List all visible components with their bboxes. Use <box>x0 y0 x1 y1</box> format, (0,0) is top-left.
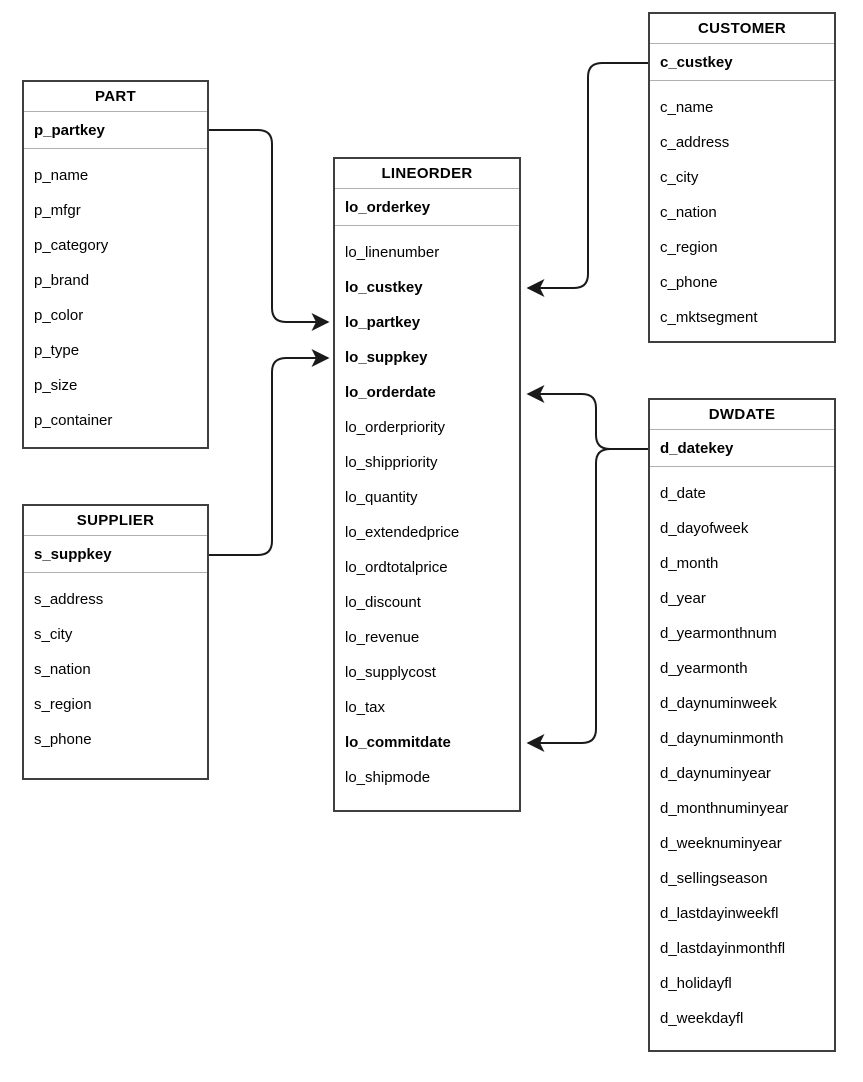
pk-field-lo-orderkey: lo_orderkey <box>335 189 519 226</box>
table-title-customer: CUSTOMER <box>650 14 834 44</box>
field-lo-shippriority: lo_shippriority <box>345 454 438 471</box>
field-p-color: p_color <box>34 307 84 324</box>
field-c-address: c_address <box>660 134 730 151</box>
field-d-weeknuminyear: d_weeknuminyear <box>660 835 782 852</box>
field-lo-shipmode: lo_shipmode <box>345 769 431 786</box>
pk-field-d-datekey: d_datekey <box>650 430 834 467</box>
field-d-daynuminweek: d_daynuminweek <box>660 695 777 712</box>
field-p-brand: p_brand <box>34 272 90 289</box>
field-lo-orderdate: lo_orderdate <box>345 384 436 401</box>
field-lo-ordtotalprice: lo_ordtotalprice <box>345 559 448 576</box>
field-p-size: p_size <box>34 377 78 394</box>
table-title-dwdate: DWDATE <box>650 400 834 430</box>
field-s-nation: s_nation <box>34 661 91 678</box>
field-lo-commitdate: lo_commitdate <box>345 734 451 751</box>
field-lo-linenumber: lo_linenumber <box>345 244 440 261</box>
field-s-address: s_address <box>34 591 104 608</box>
field-lo-tax: lo_tax <box>345 699 386 716</box>
field-d-yearmonthnum: d_yearmonthnum <box>660 625 777 642</box>
field-s-phone: s_phone <box>34 731 92 748</box>
field-lo-discount: lo_discount <box>345 594 421 611</box>
field-lo-quantity: lo_quantity <box>345 489 418 506</box>
connector-supplier-suppkey-to-lo-suppkey <box>209 349 330 556</box>
table-part: PART p_partkey p_name p_mfgr p_category … <box>22 80 209 449</box>
field-p-category: p_category <box>34 237 109 254</box>
field-c-name: c_name <box>660 99 714 116</box>
table-lineorder: LINEORDER lo_orderkey lo_linenumber lo_c… <box>333 157 521 812</box>
field-list-supplier: s_address s_city s_nation s_region s_pho… <box>24 573 207 778</box>
connector-part-partkey-to-lo-partkey <box>209 129 330 331</box>
connector-dwdate-datekey-to-lo-commitdate <box>526 448 648 752</box>
field-lo-suppkey: lo_suppkey <box>345 349 428 366</box>
field-d-weekdayfl: d_weekdayfl <box>660 1010 744 1027</box>
table-supplier: SUPPLIER s_suppkey s_address s_city s_na… <box>22 504 209 780</box>
field-list-customer: c_name c_address c_city c_nation c_regio… <box>650 81 834 341</box>
field-c-mktsegment: c_mktsegment <box>660 309 758 326</box>
field-c-phone: c_phone <box>660 274 718 291</box>
field-s-region: s_region <box>34 696 92 713</box>
field-list-lineorder: lo_linenumber lo_custkey lo_partkey lo_s… <box>335 226 519 810</box>
field-p-container: p_container <box>34 412 113 429</box>
field-lo-orderpriority: lo_orderpriority <box>345 419 446 436</box>
field-c-city: c_city <box>660 169 699 186</box>
field-list-dwdate: d_date d_dayofweek d_month d_year d_year… <box>650 467 834 1050</box>
field-d-daynuminmonth: d_daynuminmonth <box>660 730 784 747</box>
table-title-lineorder: LINEORDER <box>335 159 519 189</box>
table-customer: CUSTOMER c_custkey c_name c_address c_ci… <box>648 12 836 343</box>
field-d-sellingseason: d_sellingseason <box>660 870 768 887</box>
field-p-type: p_type <box>34 342 80 359</box>
connector-dwdate-datekey-to-lo-orderdate <box>526 385 648 450</box>
field-p-name: p_name <box>34 167 89 184</box>
pk-field-c-custkey: c_custkey <box>650 44 834 81</box>
field-d-date: d_date <box>660 485 706 502</box>
field-d-lastdayinmonthfl: d_lastdayinmonthfl <box>660 940 786 957</box>
field-d-monthnuminyear: d_monthnuminyear <box>660 800 789 817</box>
field-lo-custkey: lo_custkey <box>345 279 423 296</box>
field-d-yearmonth: d_yearmonth <box>660 660 748 677</box>
field-lo-extendedprice: lo_extendedprice <box>345 524 460 541</box>
field-lo-supplycost: lo_supplycost <box>345 664 436 681</box>
field-c-nation: c_nation <box>660 204 717 221</box>
field-lo-partkey: lo_partkey <box>345 314 421 331</box>
pk-field-p-partkey: p_partkey <box>24 112 207 149</box>
pk-field-s-suppkey: s_suppkey <box>24 536 207 573</box>
field-c-region: c_region <box>660 239 718 256</box>
field-d-dayofweek: d_dayofweek <box>660 520 749 537</box>
field-s-city: s_city <box>34 626 73 643</box>
connector-customer-custkey-to-lo-custkey <box>526 62 648 297</box>
field-d-month: d_month <box>660 555 719 572</box>
field-p-mfgr: p_mfgr <box>34 202 81 219</box>
table-title-supplier: SUPPLIER <box>24 506 207 536</box>
field-list-part: p_name p_mfgr p_category p_brand p_color… <box>24 149 207 447</box>
field-d-lastdayinweekfl: d_lastdayinweekfl <box>660 905 779 922</box>
table-dwdate: DWDATE d_datekey d_date d_dayofweek d_mo… <box>648 398 836 1052</box>
table-title-part: PART <box>24 82 207 112</box>
field-d-holidayfl: d_holidayfl <box>660 975 732 992</box>
field-lo-revenue: lo_revenue <box>345 629 420 646</box>
field-d-daynuminyear: d_daynuminyear <box>660 765 771 782</box>
field-d-year: d_year <box>660 590 706 607</box>
